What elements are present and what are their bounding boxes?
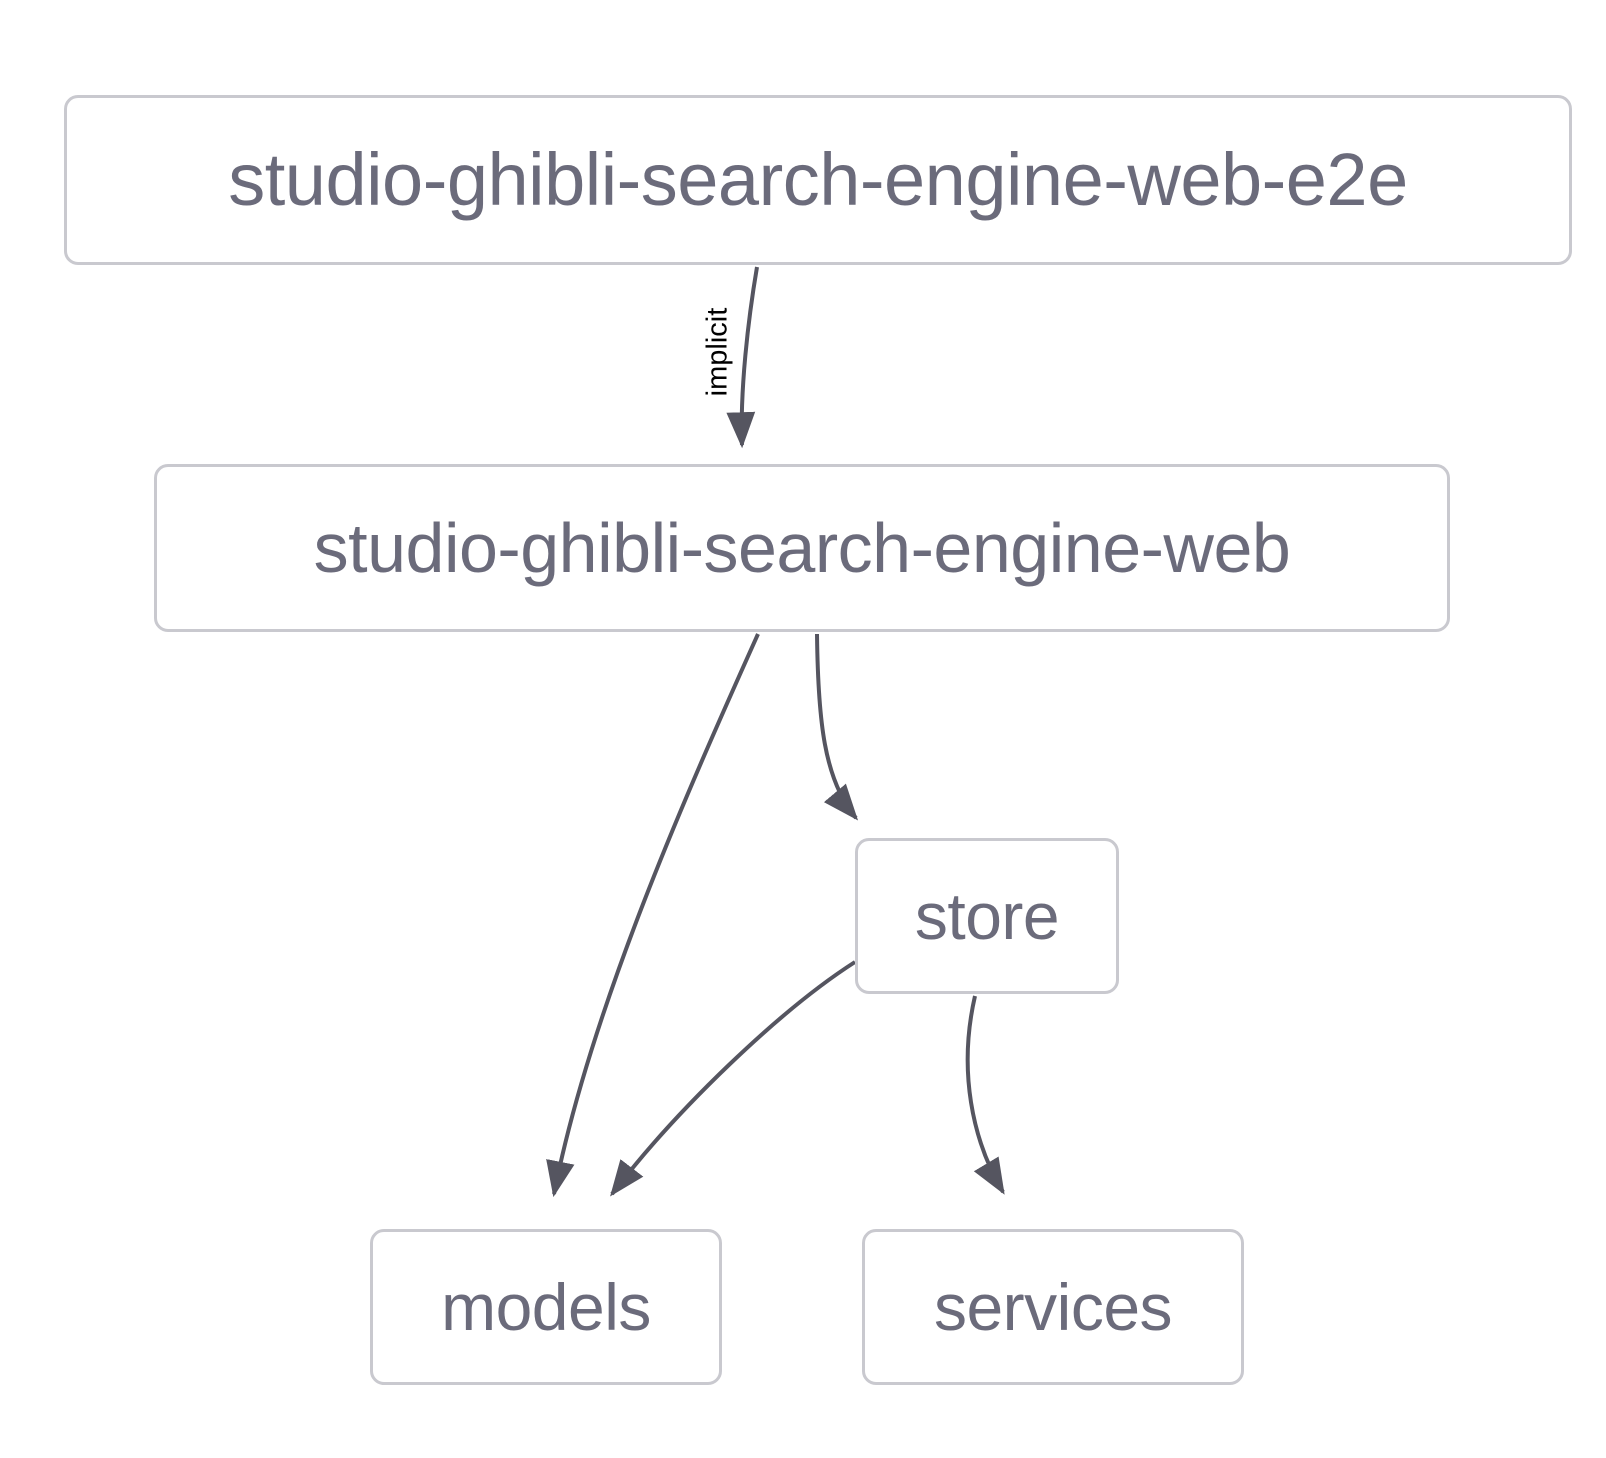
edge-web-to-store [815,633,859,821]
node-label: services [933,1270,1173,1344]
node-studio-ghibli-search-engine-web[interactable]: studio-ghibli-search-engine-web [154,464,1450,632]
edge-label-implicit: implicit [701,307,734,397]
node-models[interactable]: models [370,1229,722,1385]
node-label: studio-ghibli-search-engine-web [313,509,1291,587]
node-label: models [441,1270,651,1344]
node-store[interactable]: store [855,838,1119,994]
edge-store-to-models [610,960,857,1197]
edge-store-to-services [965,995,1005,1195]
edge-e2e-to-web [726,266,759,449]
node-studio-ghibli-search-engine-web-e2e[interactable]: studio-ghibli-search-engine-web-e2e [64,95,1572,265]
edge-web-to-models [546,633,760,1198]
node-label: store [914,879,1060,953]
node-services[interactable]: services [862,1229,1244,1385]
node-label: studio-ghibli-search-engine-web-e2e [228,138,1408,221]
